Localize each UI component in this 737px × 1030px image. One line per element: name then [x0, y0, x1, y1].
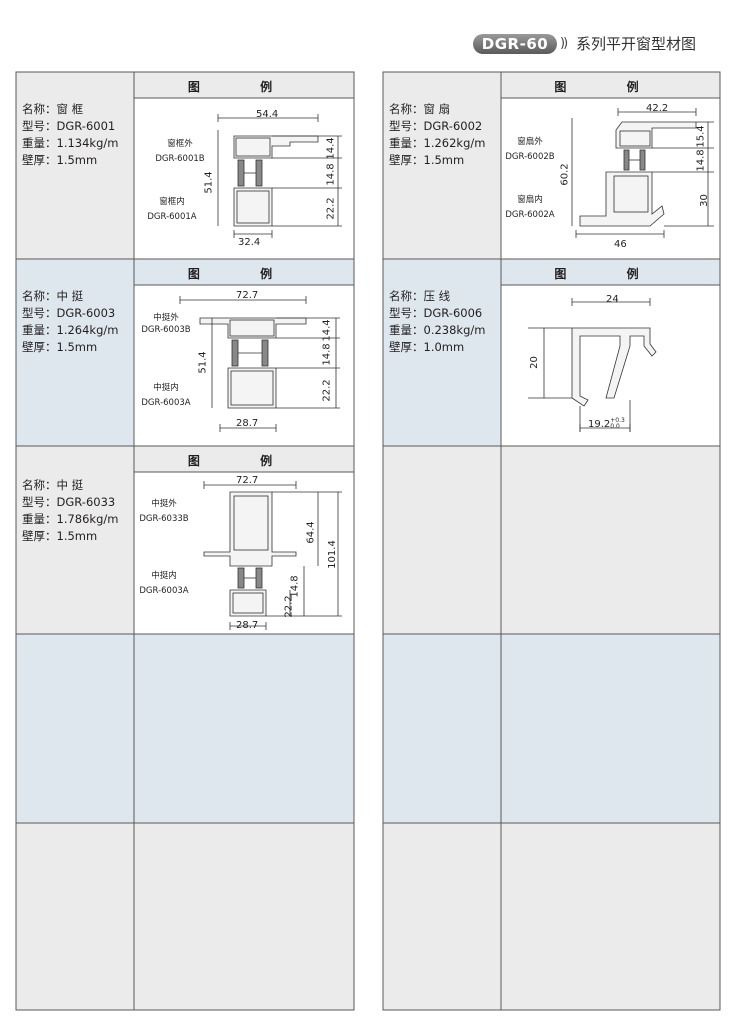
- spec-name: 名称：压 线: [389, 289, 451, 303]
- callout-inner-label: 中挺内: [151, 571, 177, 581]
- spec-model: 型号：DGR-6001: [22, 119, 116, 133]
- spec-weight: 重量：1.262kg/m: [389, 136, 486, 150]
- dim-right-3: 22.2: [283, 595, 295, 618]
- callout-outer-code: DGR-6001B: [155, 154, 205, 164]
- dim-right-2: 14.8: [325, 163, 337, 186]
- callout-outer: 窗框外 DGR-6001B: [150, 138, 210, 165]
- callout-outer-code: DGR-6033B: [139, 514, 189, 524]
- page-title: 系列平开窗型材图: [576, 35, 697, 53]
- spec-weight: 重量：1.134kg/m: [22, 136, 119, 150]
- callout-inner: 中挺内 DGR-6003A: [134, 570, 194, 597]
- dim-right-2: 14.8: [695, 149, 707, 172]
- dim-top: 54.4: [256, 109, 279, 120]
- dim-top: 24: [606, 294, 619, 305]
- spec-weight: 重量：0.238kg/m: [389, 323, 486, 337]
- spec-name: 名称：窗 扇: [389, 102, 451, 116]
- dim-left: 51.4: [197, 351, 209, 374]
- profile-drawing-dgr6002: [571, 108, 714, 238]
- legend-header-left-2: 图 例: [187, 267, 301, 281]
- callout-inner-code: DGR-6002A: [505, 210, 555, 220]
- legend-header-right-1: 图 例: [554, 80, 667, 94]
- callout-outer-code: DGR-6002B: [505, 152, 555, 162]
- dim-left: 20: [528, 356, 540, 369]
- callout-inner: 窗框内 DGR-6001A: [142, 196, 202, 223]
- dim-right-3: 22.2: [325, 197, 337, 220]
- spec-block-dgr6003: 名称：中 挺 型号：DGR-6003 重量：1.264kg/m 壁厚：1.5mm: [22, 288, 118, 356]
- spec-block-dgr6006: 名称：压 线 型号：DGR-6006 重量：0.238kg/m 壁厚：1.0mm: [389, 288, 485, 356]
- spec-name: 名称：中 挺: [22, 289, 84, 303]
- spec-name: 名称：窗 框: [22, 102, 84, 116]
- callout-outer: 中挺外 DGR-6003B: [136, 312, 196, 336]
- dim-top: 72.7: [236, 290, 259, 301]
- callout-inner: 窗扇内 DGR-6002A: [504, 194, 556, 221]
- dim-bottom-value: 19.2: [588, 419, 611, 430]
- dim-left: 60.2: [559, 163, 571, 186]
- spec-thickness: 壁厚：1.5mm: [22, 340, 98, 354]
- callout-outer-label: 窗框外: [167, 139, 193, 149]
- dim-bottom: 28.7: [236, 620, 259, 631]
- spec-block-dgr6001: 名称：窗 框 型号：DGR-6001 重量：1.134kg/m 壁厚：1.5mm: [22, 101, 118, 169]
- callout-outer-label: 窗扇外: [517, 137, 543, 147]
- dim-bottom: 46: [614, 239, 627, 250]
- dim-right-1: 64.4: [305, 521, 317, 544]
- dim-right-2: 14.8: [289, 575, 301, 598]
- spec-weight: 重量：1.786kg/m: [22, 512, 119, 526]
- spec-thickness: 壁厚：1.0mm: [389, 340, 465, 354]
- dim-left: 51.4: [203, 171, 215, 194]
- spec-model: 型号：DGR-6002: [389, 119, 483, 133]
- callout-inner-code: DGR-6003A: [141, 398, 191, 408]
- dim-bottom: 32.4: [238, 237, 261, 248]
- spec-thickness: 壁厚：1.5mm: [22, 529, 98, 543]
- dim-right-1: 14.4: [325, 137, 337, 160]
- callout-outer-label: 中挺外: [151, 499, 177, 509]
- spec-block-dgr6033: 名称：中 挺 型号：DGR-6033 重量：1.786kg/m 壁厚：1.5mm: [22, 477, 118, 545]
- callout-outer: 中挺外 DGR-6033B: [134, 498, 194, 525]
- callout-inner-code: DGR-6003A: [139, 586, 189, 596]
- dim-right-1: 15.4: [695, 125, 707, 148]
- spec-weight: 重量：1.264kg/m: [22, 323, 119, 337]
- dim-right-total: 101.4: [326, 540, 338, 569]
- tol-upper: +0.3: [610, 417, 625, 424]
- callout-inner-label: 中挺内: [153, 383, 179, 393]
- profile-drawing-dgr6003: [179, 296, 340, 432]
- profile-drawing-dgr6001: [217, 114, 342, 238]
- spec-block-dgr6002: 名称：窗 扇 型号：DGR-6002 重量：1.262kg/m 壁厚：1.5mm: [389, 101, 485, 169]
- dim-top: 42.2: [646, 103, 669, 114]
- callout-inner-code: DGR-6001A: [147, 212, 197, 222]
- spec-name: 名称：中 挺: [22, 478, 84, 492]
- dim-right-2: 14.8: [321, 343, 333, 366]
- dim-right-3: 22.2: [321, 379, 333, 402]
- spec-model: 型号：DGR-6006: [389, 306, 483, 320]
- spec-thickness: 壁厚：1.5mm: [389, 153, 465, 167]
- spec-model: 型号：DGR-6033: [22, 495, 116, 509]
- callout-inner: 中挺内 DGR-6003A: [136, 382, 196, 409]
- dim-right-1: 14.4: [321, 319, 333, 342]
- dim-right-3: 30: [698, 194, 710, 207]
- dim-top: 72.7: [236, 475, 259, 486]
- spec-model: 型号：DGR-6003: [22, 306, 116, 320]
- legend-header-left-1: 图 例: [187, 80, 301, 94]
- legend-header-right-2: 图 例: [554, 267, 667, 281]
- callout-outer-code: DGR-6003B: [141, 325, 191, 335]
- profile-drawing-dgr6006: [528, 298, 657, 432]
- spec-thickness: 壁厚：1.5mm: [22, 153, 98, 167]
- profile-drawing-dgr6033: [203, 481, 342, 630]
- dim-bottom: 28.7: [236, 418, 259, 429]
- badge-arrows: )): [560, 36, 568, 51]
- series-badge: DGR-60: [473, 34, 557, 54]
- legend-header-left-3: 图 例: [187, 454, 301, 468]
- callout-inner-label: 窗框内: [159, 197, 185, 207]
- callout-outer-label: 中挺外: [153, 313, 179, 323]
- callout-outer: 窗扇外 DGR-6002B: [504, 136, 556, 163]
- callout-inner-label: 窗扇内: [517, 195, 543, 205]
- tol-lower: 0.0: [610, 423, 620, 430]
